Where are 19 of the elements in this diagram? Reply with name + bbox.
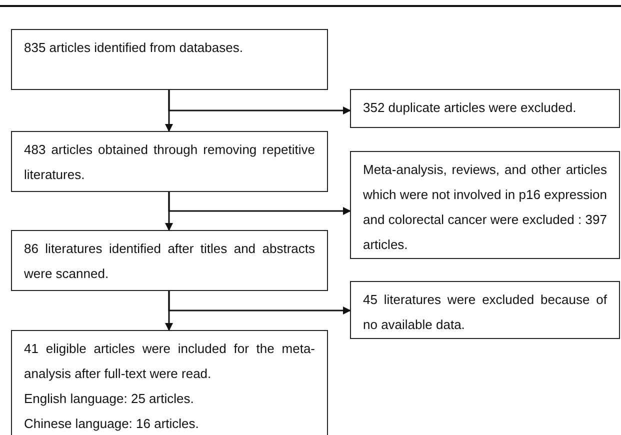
box-text: 483 articles obtained through removing repetitive literatures.	[24, 141, 315, 184]
process-box	[11, 230, 328, 291]
box-text: 835 articles identified from databases.	[24, 39, 244, 57]
process-box	[350, 89, 620, 128]
arrow	[168, 192, 351, 215]
process-box	[11, 131, 328, 192]
box-text: 45 literatures were excluded because of no available data.	[363, 291, 607, 334]
box-text: 41 eligible articles were included for the meta-analysis after full-text were read.	[24, 340, 315, 383]
arrow	[168, 90, 351, 114]
process-box	[350, 281, 620, 339]
process-box	[11, 330, 328, 435]
box-text: 86 literatures identified after titles and abstracts were scanned.	[24, 240, 315, 283]
box-text: English language: 25 articles.	[24, 390, 195, 408]
process-box	[11, 29, 328, 90]
box-text: Meta-analysis, reviews, and other articles which were not involved in p16 expression and colorectal cancer were excluded : 397 articles.	[363, 161, 607, 254]
arrow	[168, 291, 351, 314]
process-box	[350, 151, 620, 259]
box-text: 352 duplicate articles were excluded.	[363, 99, 578, 117]
box-text: Chinese language: 16 articles.	[24, 415, 200, 433]
